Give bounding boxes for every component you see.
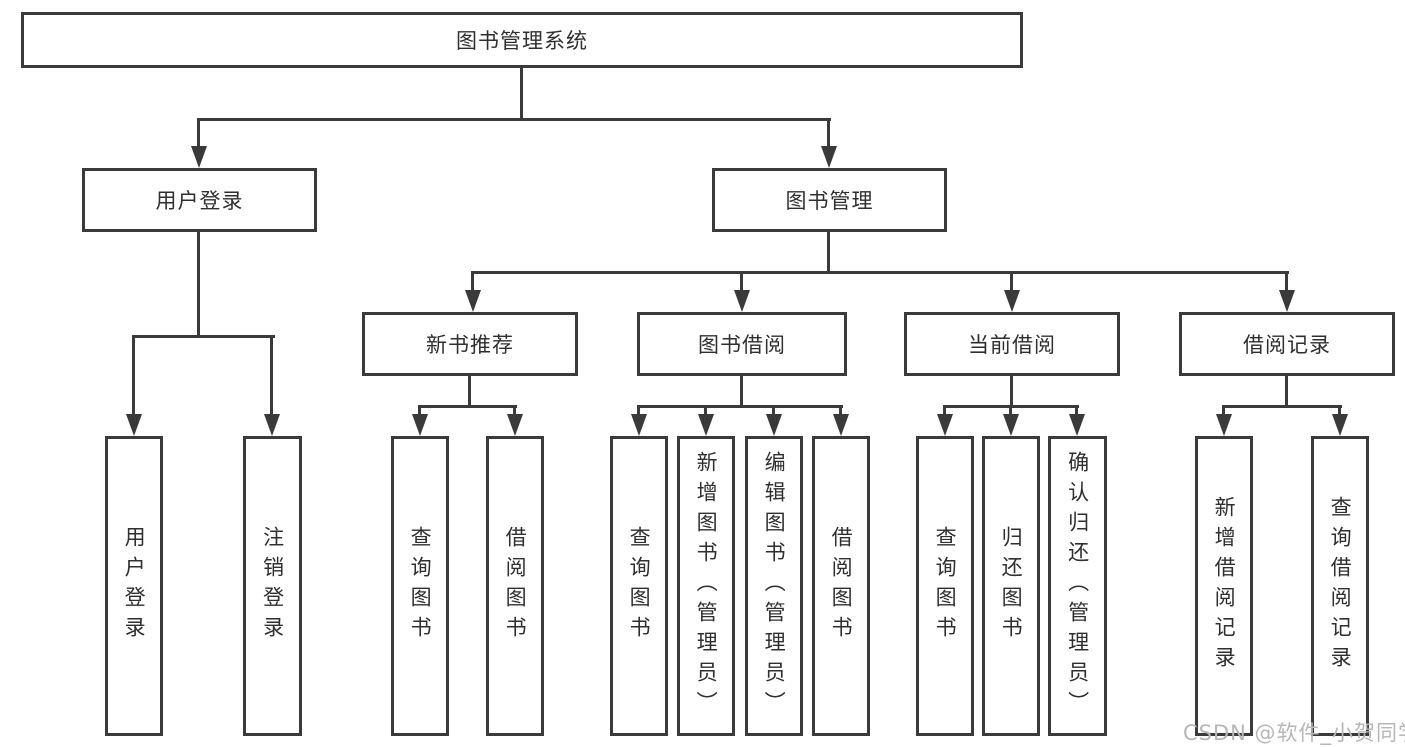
node-leaf-bb-edit-books: 编辑图书（管理员）	[745, 436, 803, 736]
arrow-shaft-user-login	[197, 118, 200, 148]
arrow-shaft-br-query	[1338, 405, 1341, 417]
connector-root-vline	[520, 68, 523, 120]
arrow-shaft-bb-edit	[772, 405, 775, 417]
arrow-shaft-current-borrowing	[1010, 271, 1013, 292]
arrow-head-br-query	[1332, 414, 1348, 436]
connector-records-vline	[1285, 376, 1288, 408]
connector-userlogin-hline	[132, 335, 275, 338]
connector-records-hline	[1222, 405, 1342, 408]
arrow-shaft-bb-add	[704, 405, 707, 417]
node-leaf-user-login: 用户登录	[105, 436, 163, 736]
arrow-head-current-borrowing	[1004, 290, 1020, 312]
leaf-label: 新增图书（管理员）	[694, 451, 719, 721]
arrow-shaft-leaf-login	[132, 335, 135, 415]
csdn-watermark: CSDN @软件_小贺同学	[1183, 721, 1405, 745]
node-leaf-cb-query-books: 查询图书	[916, 436, 974, 736]
arrow-head-nb-query	[412, 414, 428, 436]
arrow-head-br-add	[1216, 414, 1232, 436]
arrow-head-cb-return	[1003, 414, 1019, 436]
arrow-head-new-book	[465, 290, 481, 312]
arrow-head-leaf-login	[126, 414, 142, 436]
leaf-label: 新增借阅记录	[1212, 496, 1237, 676]
arrow-shaft-nb-query	[418, 405, 421, 417]
leaf-label: 查询图书	[933, 526, 958, 646]
arrow-shaft-br-add	[1222, 405, 1225, 417]
arrow-shaft-cb-query	[943, 405, 946, 417]
arrow-head-user-login	[191, 146, 207, 168]
node-user-login: 用户登录	[82, 168, 317, 232]
arrow-head-nb-borrow	[507, 414, 523, 436]
arrow-head-borrowing-records	[1279, 290, 1295, 312]
connector-newbook-hline	[418, 405, 517, 408]
arrow-head-bb-add	[698, 414, 714, 436]
connector-newbook-vline	[468, 376, 471, 408]
arrow-shaft-new-book	[471, 271, 474, 292]
leaf-label: 归还图书	[999, 526, 1024, 646]
leaf-label: 编辑图书（管理员）	[762, 451, 787, 721]
arrow-shaft-book-borrowing	[740, 271, 743, 292]
arrow-head-book-management	[821, 146, 837, 168]
arrow-head-book-borrowing	[734, 290, 750, 312]
leaf-label: 查询图书	[408, 526, 433, 646]
node-current-borrowing: 当前借阅	[904, 312, 1120, 376]
node-leaf-bb-borrow-books: 借阅图书	[812, 436, 870, 736]
arrow-head-cb-query	[937, 414, 953, 436]
node-book-management: 图书管理	[712, 168, 947, 232]
node-leaf-cb-return-books: 归还图书	[982, 436, 1040, 736]
node-library-system: 图书管理系统	[21, 12, 1023, 68]
arrow-shaft-borrowing-records	[1285, 271, 1288, 292]
leaf-label: 用户登录	[122, 526, 147, 646]
arrow-shaft-bb-borrow	[839, 405, 842, 417]
arrow-head-bb-query	[631, 414, 647, 436]
leaf-label: 查询图书	[627, 526, 652, 646]
arrow-shaft-cb-confirm	[1075, 405, 1078, 417]
connector-root-hline	[197, 118, 831, 121]
connector-bookmgmt-hline	[471, 271, 1289, 274]
node-leaf-nb-borrow-books: 借阅图书	[486, 436, 544, 736]
arrow-shaft-book-management	[827, 118, 830, 148]
arrow-head-leaf-logout	[264, 414, 280, 436]
node-leaf-nb-query-books: 查询图书	[391, 436, 449, 736]
leaf-label: 借阅图书	[829, 526, 854, 646]
arrow-head-bb-borrow	[833, 414, 849, 436]
connector-bookborrow-hline	[637, 405, 843, 408]
node-leaf-br-add-record: 新增借阅记录	[1195, 436, 1253, 736]
node-leaf-cb-confirm-return: 确认归还（管理员）	[1048, 436, 1107, 736]
node-leaf-br-query-record: 查询借阅记录	[1311, 436, 1369, 736]
node-new-book-recommend: 新书推荐	[362, 312, 578, 376]
connector-currentborrow-vline	[1010, 376, 1013, 408]
connector-userlogin-vline	[197, 232, 200, 338]
arrow-head-cb-confirm	[1069, 414, 1085, 436]
arrow-shaft-leaf-logout	[270, 335, 273, 415]
node-book-borrowing: 图书借阅	[637, 312, 847, 376]
node-leaf-bb-add-books: 新增图书（管理员）	[677, 436, 735, 736]
leaf-label: 查询借阅记录	[1328, 496, 1353, 676]
node-leaf-logout: 注销登录	[243, 436, 302, 736]
arrow-head-bb-edit	[766, 414, 782, 436]
leaf-label: 确认归还（管理员）	[1065, 451, 1090, 721]
arrow-shaft-bb-query	[637, 405, 640, 417]
connector-bookborrow-vline	[740, 376, 743, 408]
node-borrowing-records: 借阅记录	[1179, 312, 1395, 376]
arrow-shaft-nb-borrow	[513, 405, 516, 417]
node-leaf-bb-query-books: 查询图书	[610, 436, 668, 736]
connector-bookmgmt-vline	[827, 232, 830, 274]
leaf-label: 注销登录	[260, 526, 285, 646]
leaf-label: 借阅图书	[503, 526, 528, 646]
arrow-shaft-cb-return	[1009, 405, 1012, 417]
